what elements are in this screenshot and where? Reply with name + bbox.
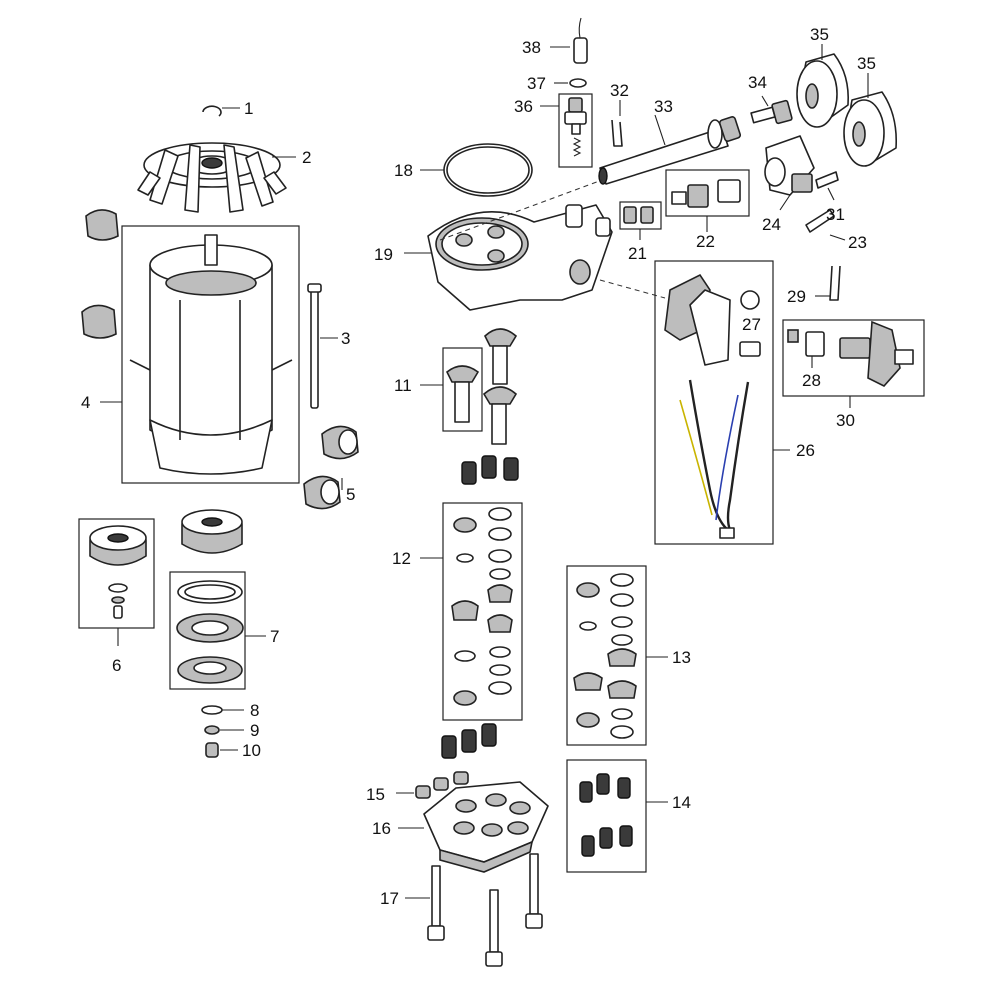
thrust-bearing-kit-part bbox=[169, 509, 266, 690]
callout-15: 15 bbox=[366, 785, 385, 804]
callout-4: 4 bbox=[81, 393, 90, 412]
plug-part bbox=[396, 771, 469, 799]
snap-ring-part bbox=[202, 105, 240, 117]
callout-17: 17 bbox=[380, 889, 399, 908]
callout-7: 7 bbox=[270, 627, 279, 646]
callout-5: 5 bbox=[346, 485, 355, 504]
spring-clip-part bbox=[815, 265, 841, 301]
callout-18: 18 bbox=[394, 161, 413, 180]
retainer-clip-part bbox=[815, 171, 839, 201]
callout-36: 36 bbox=[514, 97, 533, 116]
valve-kit-part bbox=[665, 169, 750, 232]
callout-13: 13 bbox=[672, 648, 691, 667]
callout-23: 23 bbox=[848, 233, 867, 252]
bolt-part bbox=[405, 853, 543, 967]
callout-14: 14 bbox=[672, 793, 691, 812]
tie-rod-part bbox=[307, 283, 338, 409]
motor-assembly-part bbox=[100, 225, 300, 484]
screw-part bbox=[205, 742, 238, 758]
hose-fitting-part bbox=[750, 95, 793, 125]
callout-6: 6 bbox=[112, 656, 121, 675]
fitting-tube-part bbox=[550, 17, 588, 64]
wheel-part-2 bbox=[843, 73, 898, 167]
callout-37: 37 bbox=[527, 74, 546, 93]
seal-kit-part bbox=[420, 502, 523, 721]
callout-32: 32 bbox=[610, 81, 629, 100]
callout-12: 12 bbox=[392, 549, 411, 568]
callout-33: 33 bbox=[654, 97, 673, 116]
callout-28: 28 bbox=[802, 371, 821, 390]
callout-26: 26 bbox=[796, 441, 815, 460]
regulator-assembly-part bbox=[782, 319, 925, 408]
callout-27: 27 bbox=[742, 315, 761, 334]
unloader-valve-part bbox=[540, 93, 593, 168]
callout-35a: 35 bbox=[810, 25, 829, 44]
callout-29: 29 bbox=[787, 287, 806, 306]
fan-part bbox=[137, 142, 296, 213]
callout-3: 3 bbox=[341, 329, 350, 348]
callout-10: 10 bbox=[242, 741, 261, 760]
o-ring-part bbox=[420, 143, 533, 197]
valve-cap-part bbox=[461, 455, 519, 485]
callout-16: 16 bbox=[372, 819, 391, 838]
manifold-part bbox=[398, 781, 549, 873]
piston-kit-part bbox=[420, 328, 518, 445]
callout-19: 19 bbox=[374, 245, 393, 264]
callout-34: 34 bbox=[748, 73, 767, 92]
wheel-part bbox=[796, 44, 850, 128]
callout-8: 8 bbox=[250, 701, 259, 720]
callout-24: 24 bbox=[762, 215, 781, 234]
check-valve-part bbox=[619, 201, 662, 240]
swashplate-kit-part bbox=[78, 518, 155, 646]
callout-labels: 1 2 3 4 5 6 7 8 9 10 11 12 13 14 15 16 1… bbox=[81, 25, 876, 908]
callout-9: 9 bbox=[250, 721, 259, 740]
callout-1: 1 bbox=[244, 99, 253, 118]
outlet-housing-part bbox=[764, 135, 815, 211]
pump-head-part bbox=[404, 204, 613, 311]
callout-2: 2 bbox=[302, 148, 311, 167]
lock-washer-part bbox=[204, 725, 244, 735]
callout-31: 31 bbox=[826, 205, 845, 224]
retainer-clip-part bbox=[611, 100, 623, 147]
bearing-part bbox=[303, 425, 359, 510]
brush-cap-part bbox=[81, 209, 119, 339]
callout-30: 30 bbox=[836, 411, 855, 430]
callout-35b: 35 bbox=[857, 54, 876, 73]
callout-11: 11 bbox=[394, 376, 412, 395]
seal-kit-part-2 bbox=[566, 565, 668, 746]
callout-22: 22 bbox=[696, 232, 715, 251]
valve-kit-part-2 bbox=[566, 759, 668, 873]
callout-21: 21 bbox=[628, 244, 647, 263]
injector-wand-part bbox=[598, 114, 742, 185]
assembly-dashed-line bbox=[439, 179, 666, 299]
valve-cap-part-2 bbox=[441, 723, 497, 759]
washer-part bbox=[201, 705, 244, 715]
clip-part bbox=[554, 78, 587, 88]
pin-part bbox=[805, 209, 846, 241]
callout-38: 38 bbox=[522, 38, 541, 57]
switch-wiring-kit-part bbox=[654, 260, 790, 545]
